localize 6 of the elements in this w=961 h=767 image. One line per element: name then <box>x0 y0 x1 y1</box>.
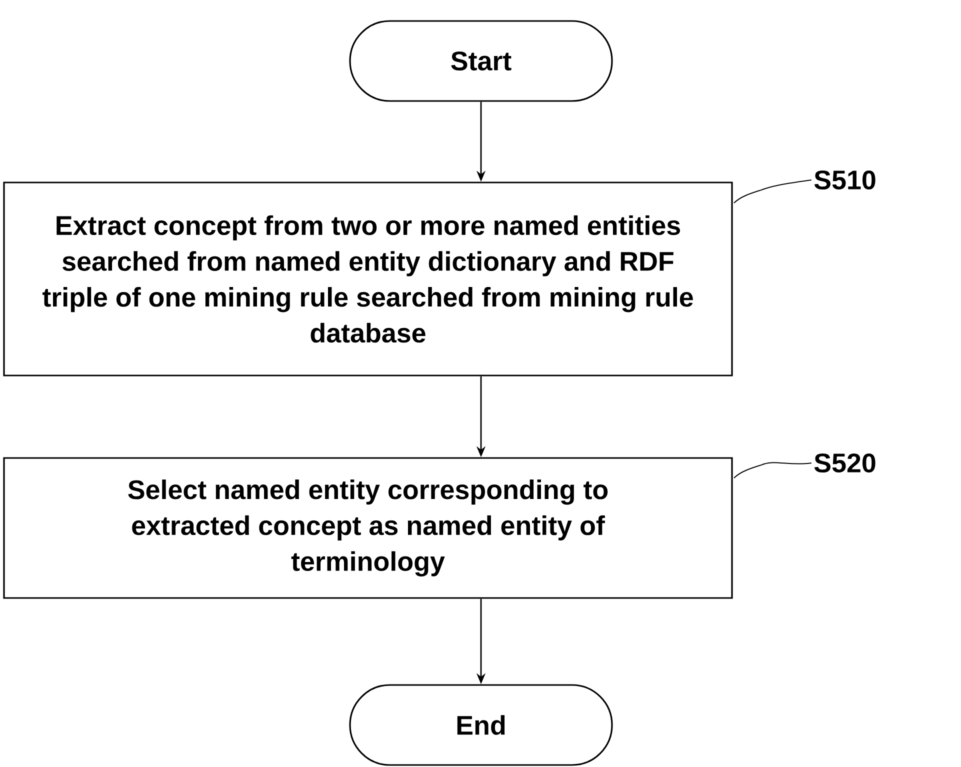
process-box: Select named entity corresponding to extracted concept as named entity of terminology <box>3 457 733 599</box>
leader-line <box>734 462 812 478</box>
step-label: S520 <box>814 453 876 473</box>
step-label: S510 <box>814 170 876 190</box>
process-box: Extract concept from two or more named entities searched from named entity dictionary and RDF triple of one mining rule searched from mining rule database <box>3 182 733 376</box>
leader-line <box>734 180 812 204</box>
